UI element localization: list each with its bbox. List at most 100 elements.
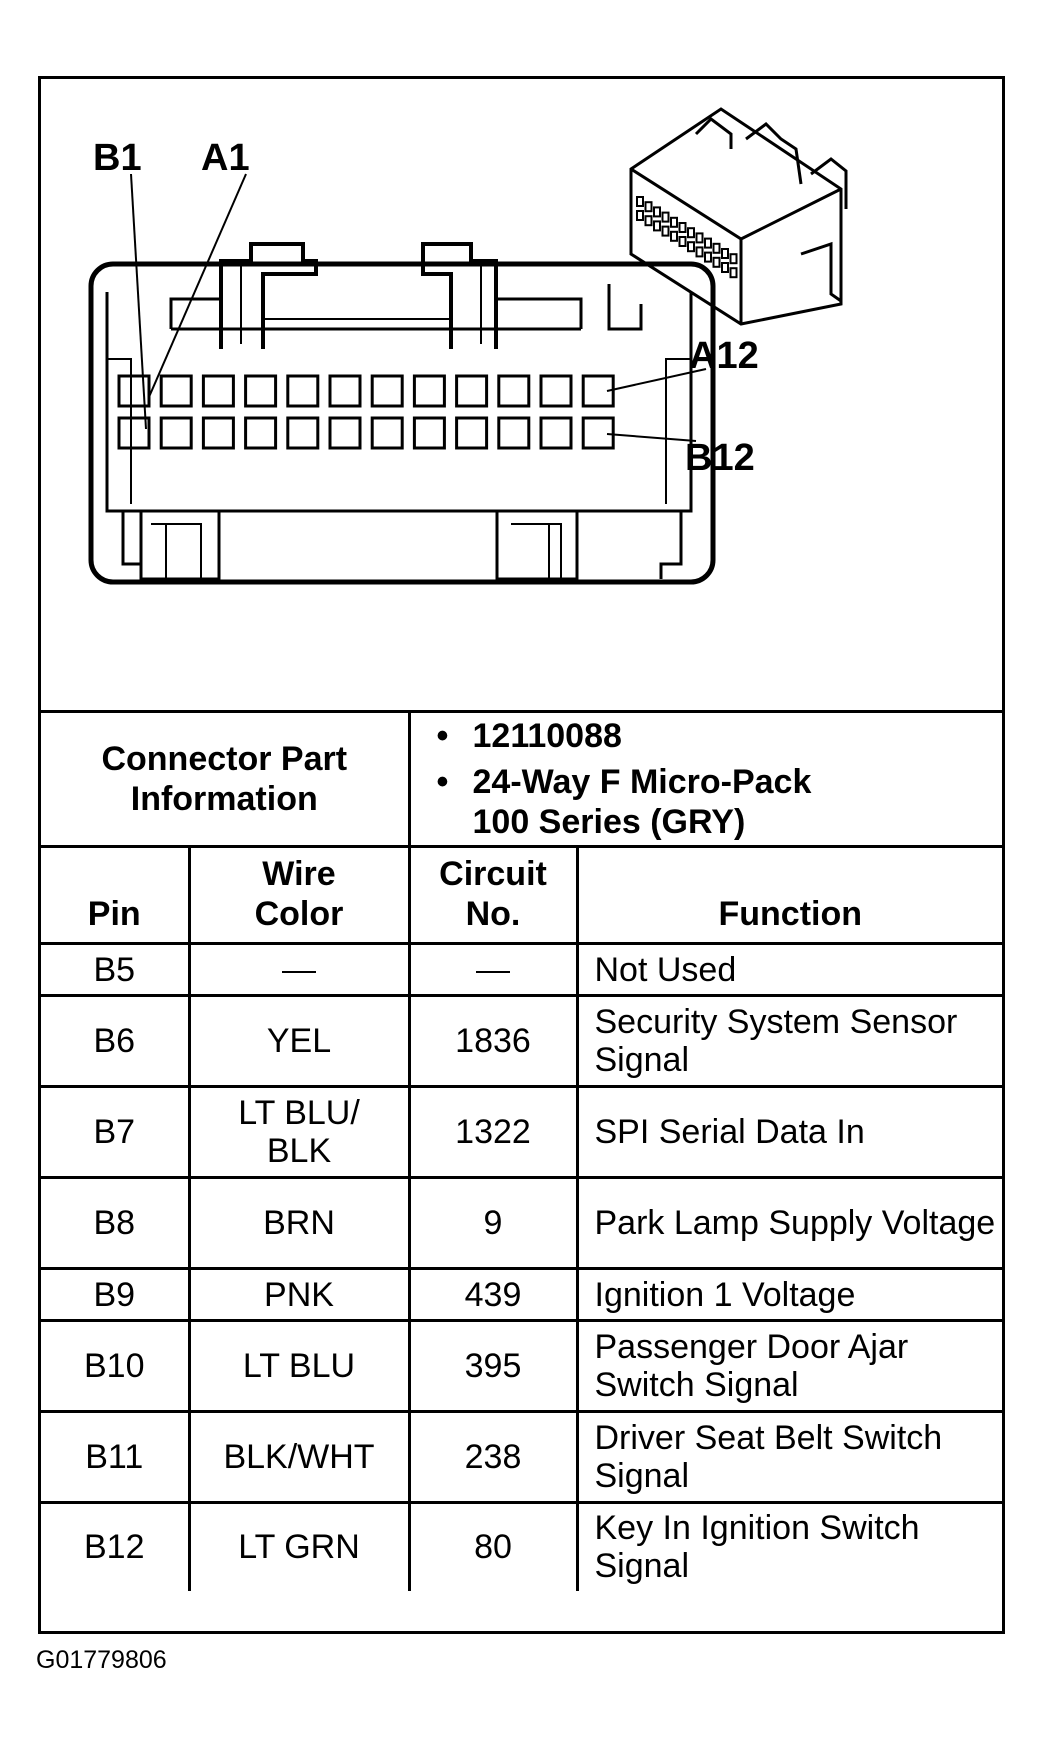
cavity-a9 (455, 374, 489, 408)
icon-slot (670, 230, 678, 242)
icon-slot (678, 236, 687, 247)
housing-inner-outline (105, 292, 693, 513)
cavity-a6 (328, 374, 362, 408)
cavity-grid (117, 374, 615, 450)
cavity-b2 (159, 416, 193, 450)
icon-slot (704, 237, 712, 249)
pin-cell: B12 (41, 1501, 191, 1591)
left-latch (219, 242, 318, 349)
cavity-a5 (286, 374, 320, 408)
bullet-icon: • (436, 717, 449, 755)
function-cell: Key In Ignition Switch Signal (575, 1501, 1003, 1591)
pin-cell: B5 (41, 942, 191, 997)
circuit-cell: 238 (407, 1410, 579, 1504)
cavity-b12 (581, 416, 615, 450)
figure-id: G01779806 (36, 1646, 167, 1674)
pin-cell: B8 (41, 1176, 191, 1270)
header-pin: Pin (41, 845, 191, 945)
icon-slot (712, 256, 721, 268)
table-row: B9 PNK 439 Ignition 1 Voltage (41, 1267, 1003, 1322)
b1-leader (130, 173, 147, 430)
cavity-b6 (328, 416, 362, 450)
circuit-cell: 439 (407, 1267, 579, 1322)
cavity-b3 (201, 416, 235, 450)
function-cell: Ignition 1 Voltage (575, 1267, 1003, 1322)
function-cell: Not Used (575, 942, 1003, 997)
connector-part-details: •12110088 •24-Way F Micro-Pack 100 Serie… (407, 710, 1003, 848)
function-cell: Security System Sensor Signal (575, 994, 1003, 1088)
circuit-cell: 395 (407, 1319, 579, 1413)
cavity-b9 (455, 416, 489, 450)
callout-a12: A12 (689, 335, 759, 377)
table-row: B6 YEL 1836 Security System Sensor Signa… (41, 994, 1003, 1088)
cavity-a7 (370, 374, 404, 408)
icon-slot (661, 211, 670, 223)
pinout-table: Connector Part Information •12110088 •24… (41, 710, 1003, 1591)
icon-slot (695, 232, 704, 244)
circuit-cell: 80 (407, 1501, 579, 1591)
pin-cell: B7 (41, 1085, 191, 1179)
connector-frame: B1 A1 A12 B12 Connector Part Information… (38, 76, 1005, 1634)
table-row: B8 BRN 9 Park Lamp Supply Voltage (41, 1176, 1003, 1270)
pin-cell: B6 (41, 994, 191, 1088)
icon-slot (695, 246, 704, 258)
table-row: B7 LT BLU/ BLK 1322 SPI Serial Data In (41, 1085, 1003, 1179)
icon-slot (687, 241, 695, 253)
icon-slot (644, 201, 653, 213)
cavity-a2 (159, 374, 193, 408)
connector-perspective-icon (629, 107, 848, 326)
bullet-icon: • (436, 763, 449, 801)
wire-color-cell: YEL (187, 994, 411, 1088)
icon-slot (636, 196, 644, 207)
wire-color-cell: LT BLU (187, 1319, 411, 1413)
callout-b1: B1 (93, 137, 142, 179)
icon-slot (729, 253, 738, 265)
wire-color-cell (187, 942, 411, 997)
cavity-a3 (201, 374, 235, 408)
circuit-cell: 1836 (407, 994, 579, 1088)
dash-icon (282, 970, 316, 973)
icon-slot (729, 267, 738, 279)
cavity-b1 (117, 416, 151, 450)
cavity-a11 (539, 374, 573, 408)
icon-slot (712, 242, 721, 254)
icon-slot (687, 227, 695, 239)
cavity-b7 (370, 416, 404, 450)
function-cell: SPI Serial Data In (575, 1085, 1003, 1179)
header-function: Function (575, 845, 1003, 945)
icon-slot (721, 262, 729, 273)
cavity-b11 (539, 416, 573, 450)
a1-leader (148, 173, 247, 398)
pin-cell: B9 (41, 1267, 191, 1322)
cavity-a1 (117, 374, 151, 408)
housing-outline (88, 261, 716, 585)
function-cell: Park Lamp Supply Voltage (575, 1176, 1003, 1270)
right-bottom-key (495, 509, 579, 581)
icon-slot (678, 222, 687, 233)
wire-color-cell: BRN (187, 1176, 411, 1270)
pin-cell: B11 (41, 1410, 191, 1504)
circuit-cell: 1322 (407, 1085, 579, 1179)
connector-part-row: Connector Part Information •12110088 •24… (41, 710, 1003, 848)
callout-a1: A1 (201, 137, 250, 179)
a12-leader (606, 368, 707, 392)
b12-leader (606, 433, 697, 442)
function-cell: Driver Seat Belt Switch Signal (575, 1410, 1003, 1504)
cavity-b4 (244, 416, 278, 450)
connector-face-drawing (88, 107, 848, 585)
pin-cell: B10 (41, 1319, 191, 1413)
wire-color-cell: PNK (187, 1267, 411, 1322)
icon-slot (636, 210, 644, 221)
cavity-b5 (286, 416, 320, 450)
icon-slot (653, 220, 661, 232)
part-number-item: •12110088 (436, 717, 622, 755)
circuit-cell (407, 942, 579, 997)
wire-color-cell: LT GRN (187, 1501, 411, 1591)
dash-icon (476, 970, 510, 973)
cavity-a12 (581, 374, 615, 408)
callout-b12: B12 (685, 437, 755, 479)
table-row: B11 BLK/WHT 238 Driver Seat Belt Switch … (41, 1410, 1003, 1504)
